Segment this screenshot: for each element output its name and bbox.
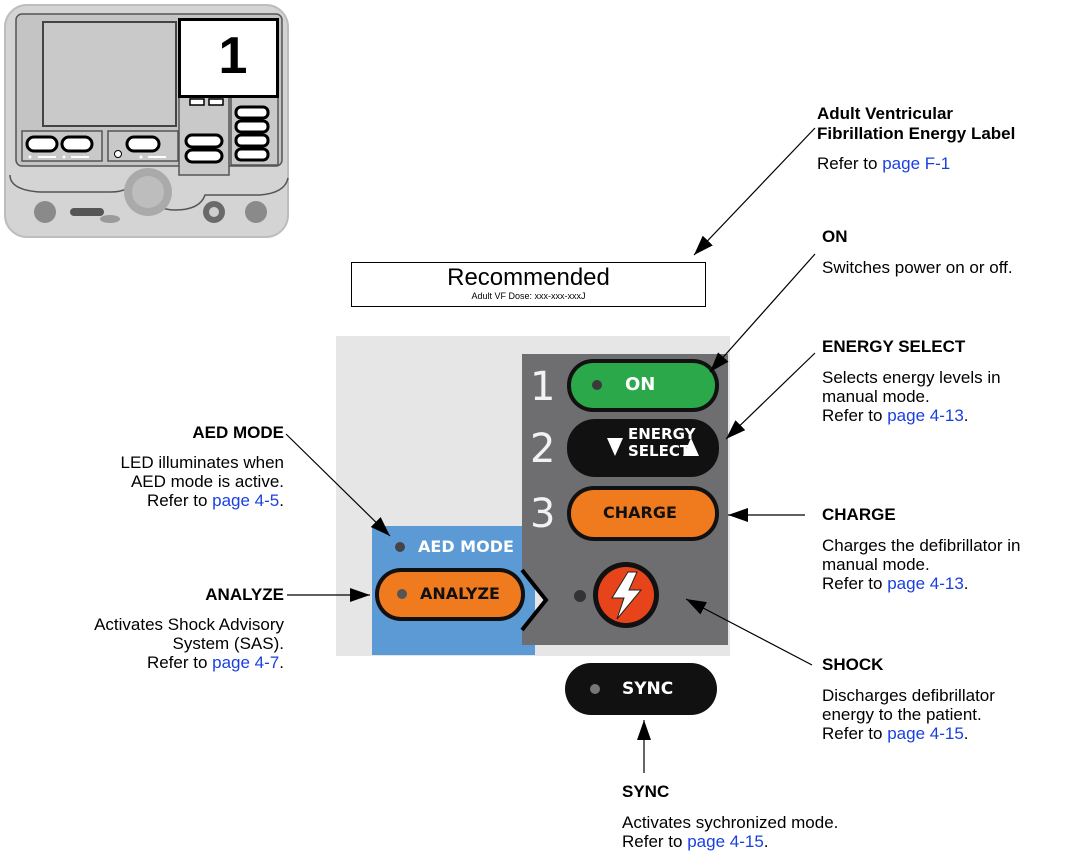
callout-adult-vf: Adult Ventricular Fibrillation Energy La… [817,104,1087,173]
sync-button[interactable]: SYNC [622,679,674,699]
energy-label-line2: SELECT [628,442,691,460]
link-page-4-13[interactable]: page 4-13 [887,406,964,425]
callout-adult-vf-title-2: Fibrillation Energy Label [817,124,1016,143]
ref-suffix: . [963,724,969,743]
callout-charge-desc-2: manual mode. [822,555,930,574]
thumbnail-number: 1 [218,27,248,85]
callout-shock: SHOCK Discharges defibrillator energy to… [822,655,1087,743]
link-page-4-13[interactable]: page 4-13 [887,574,964,593]
callout-aed-mode-title: AED MODE [192,423,284,442]
ref-suffix: . [279,653,284,672]
ref-prefix: Refer to [146,491,213,510]
energy-label-title: Recommended [447,264,610,291]
callout-analyze: ANALYZE Activates Shock Advisory System … [60,585,284,672]
callout-energy-select-title: ENERGY SELECT [822,337,966,356]
callout-sync: SYNC Activates sychronized mode. Refer t… [622,782,922,851]
link-page-4-15[interactable]: page 4-15 [887,724,964,743]
callout-energy-select-ref: Refer to page 4-13. [822,406,1087,425]
analyze-button[interactable]: ANALYZE [420,584,500,603]
energy-label-box: Recommended Adult VF Dose: xxx-xxx-xxxJ [351,262,706,307]
ref-prefix: Refer to [817,154,883,173]
aed-mode-led-label: AED MODE [418,537,514,556]
lightning-bolt-icon [611,571,643,620]
callout-charge-ref: Refer to page 4-13. [822,574,1090,593]
callout-aed-mode-desc-2: AED mode is active. [130,472,284,491]
arrow-shock [685,598,813,666]
callout-energy-select-desc-1: Selects energy levels in [822,368,1001,387]
ref-prefix: Refer to [622,832,688,851]
callout-on-desc: Switches power on or off. [822,258,1013,277]
callout-aed-mode-desc-1: LED illuminates when [120,453,284,472]
callout-charge-desc-1: Charges the defibrillator in [822,536,1021,555]
callout-charge: CHARGE Charges the defibrillator in manu… [822,505,1090,593]
callout-shock-desc-1: Discharges defibrillator [822,686,995,705]
arrow-energy-select [725,352,816,440]
callout-adult-vf-ref: Refer to page F-1 [817,154,1087,173]
arrow-adult-vf [693,127,816,256]
link-page-4-5[interactable]: page 4-5 [212,491,280,510]
link-page-f-1[interactable]: page F-1 [882,154,951,173]
callout-charge-title: CHARGE [822,505,896,524]
ref-suffix: . [963,574,969,593]
callout-on-title: ON [822,227,848,246]
ref-prefix: Refer to [146,653,213,672]
callout-shock-title: SHOCK [822,655,884,674]
on-button[interactable]: ON [625,374,656,395]
thumbnail-highlight-box [178,18,279,98]
step-number-1: 1 [530,364,556,410]
callout-sync-desc-1: Activates sychronized mode. [622,813,839,832]
energy-label-line1: ENERGY [628,425,696,443]
callout-analyze-desc-2: System (SAS). [172,634,284,653]
callout-aed-mode: AED MODE LED illuminates when AED mode i… [60,423,284,510]
step-number-2: 2 [530,426,556,472]
energy-label-subtitle: Adult VF Dose: xxx-xxx-xxxJ [471,291,586,301]
callout-sync-ref: Refer to page 4-15. [622,832,922,851]
callout-shock-desc-2: energy to the patient. [822,705,982,724]
arrow-on [709,253,816,373]
callout-analyze-ref: Refer to page 4-7. [60,653,284,672]
ref-suffix: . [963,406,969,425]
callout-energy-select-desc-2: manual mode. [822,387,930,406]
callout-shock-ref: Refer to page 4-15. [822,724,1087,743]
ref-prefix: Refer to [822,574,888,593]
callout-adult-vf-title-1: Adult Ventricular [817,104,954,123]
callout-on: ON Switches power on or off. [822,227,1087,277]
callout-analyze-title: ANALYZE [205,585,284,604]
callout-energy-select: ENERGY SELECT Selects energy levels in m… [822,337,1087,425]
link-page-4-15[interactable]: page 4-15 [687,832,764,851]
arrow-aed-mode [285,433,391,537]
callout-aed-mode-ref: Refer to page 4-5. [60,491,284,510]
ref-prefix: Refer to [822,724,888,743]
step-number-3: 3 [530,491,556,537]
ref-suffix: . [763,832,769,851]
ref-prefix: Refer to [822,406,888,425]
callout-analyze-desc-1: Activates Shock Advisory [94,615,284,634]
charge-button[interactable]: CHARGE [603,503,677,522]
ref-suffix: . [279,491,284,510]
energy-select-button[interactable]: ENERGY SELECT [628,425,696,460]
callout-sync-title: SYNC [622,782,670,801]
link-page-4-7[interactable]: page 4-7 [212,653,280,672]
